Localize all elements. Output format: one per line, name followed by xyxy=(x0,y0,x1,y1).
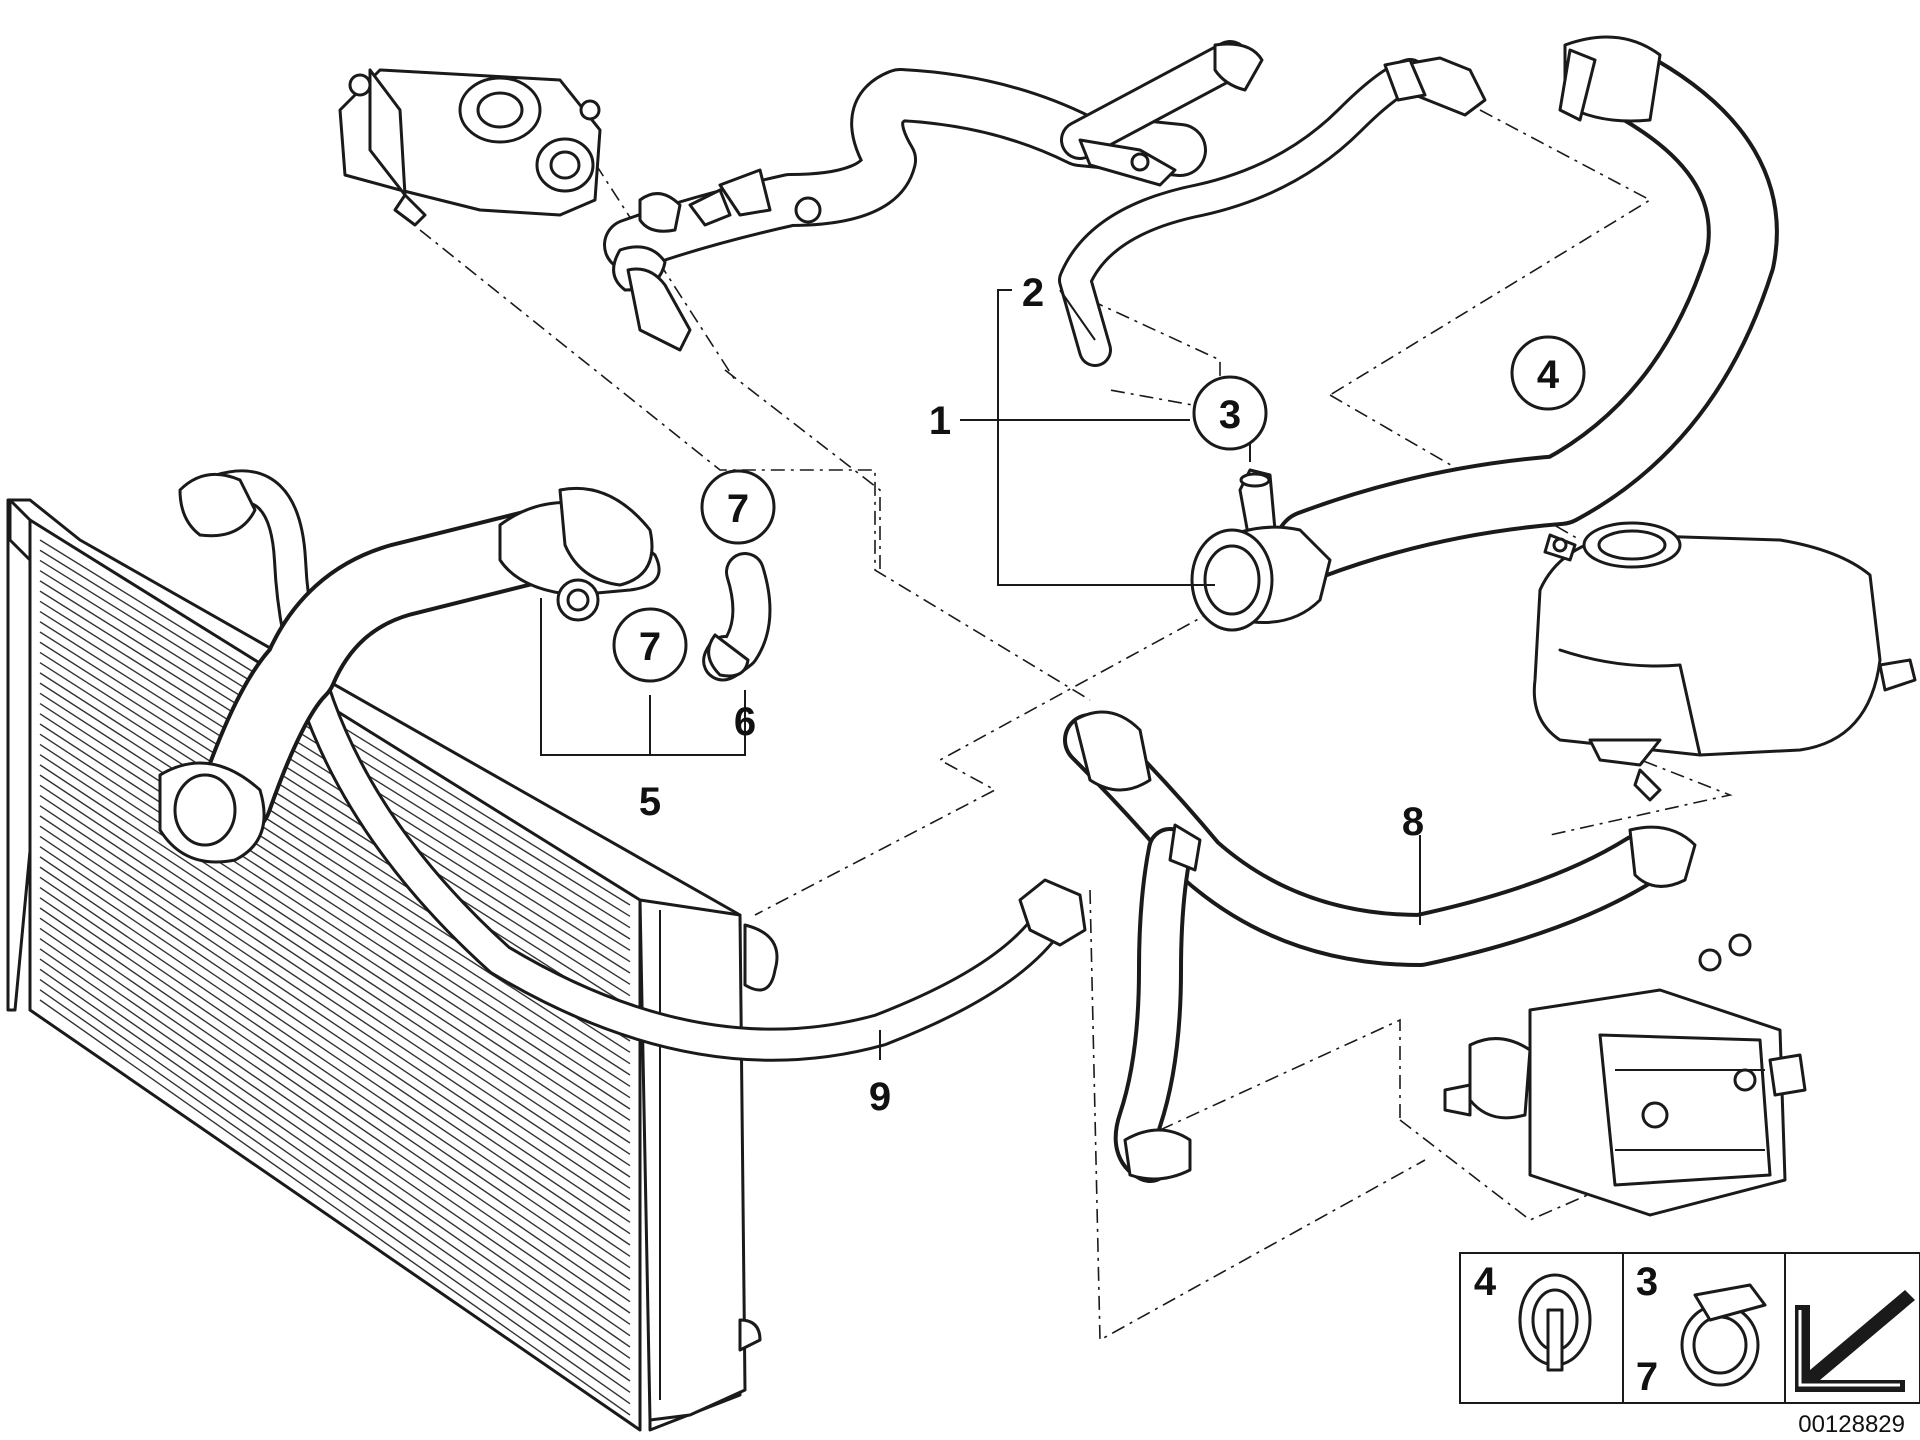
radiator-fin xyxy=(39,846,631,1246)
radiator-fin xyxy=(39,733,631,1121)
hose-5 xyxy=(158,486,661,864)
radiator-fin xyxy=(39,938,631,1348)
legend-item-a-number: 4 xyxy=(1474,1260,1497,1304)
callout-5-label: 5 xyxy=(639,780,661,824)
radiator-fin xyxy=(39,907,631,1314)
radiator-fin xyxy=(39,927,631,1337)
callout-6-label: 6 xyxy=(734,700,756,744)
expansion-tank xyxy=(1532,521,1917,802)
radiator-fin xyxy=(39,886,631,1291)
hose-clamp-icon xyxy=(1680,1283,1767,1387)
callout-9: 9 xyxy=(869,1075,891,1119)
radiator-fin xyxy=(39,835,631,1235)
radiator-fin xyxy=(39,825,631,1223)
callout-7b: 7 xyxy=(612,607,688,683)
callout-4: 4 xyxy=(1510,335,1586,411)
radiator-fin xyxy=(39,794,631,1189)
callout-4-label: 4 xyxy=(1537,353,1560,397)
radiator-fin xyxy=(39,774,631,1167)
radiator-fin xyxy=(39,968,631,1382)
callout-3-label: 3 xyxy=(1219,393,1241,437)
hose-connector-3 xyxy=(1190,468,1332,632)
callout-6: 6 xyxy=(734,700,756,744)
radiator-fin xyxy=(39,876,631,1280)
radiator-fin xyxy=(39,641,631,1019)
callout-7b-label: 7 xyxy=(639,625,661,669)
callout-8-label: 8 xyxy=(1402,800,1424,844)
oil-cooler xyxy=(1443,933,1807,1217)
radiator-fin xyxy=(39,713,631,1099)
radiator-fin xyxy=(39,958,631,1371)
spring-clamp-icon xyxy=(1518,1273,1592,1372)
hose-8 xyxy=(1063,710,1697,1183)
callout-1-label: 1 xyxy=(929,399,951,443)
hose-9 xyxy=(178,469,1087,1062)
callout-2: 2 xyxy=(1022,271,1044,315)
radiator-fin xyxy=(39,948,631,1359)
hose-6 xyxy=(702,552,772,682)
callout-3: 3 xyxy=(1192,375,1268,451)
radiator-fin xyxy=(39,682,631,1065)
radiator-fin xyxy=(39,621,631,997)
radiator-fin xyxy=(39,610,631,985)
direction-arrow-icon xyxy=(1795,1290,1915,1392)
callout-1: 1 xyxy=(929,399,951,443)
hose-4 xyxy=(1274,35,1779,581)
radiator-fin xyxy=(39,866,631,1269)
radiator-fin xyxy=(39,815,631,1212)
callout-5: 5 xyxy=(639,780,661,824)
reference-number: 00128829 xyxy=(1798,1411,1905,1438)
radiator-fin xyxy=(39,692,631,1076)
callout-2-label: 2 xyxy=(1022,271,1044,315)
radiator-fin xyxy=(39,856,631,1257)
radiator-fin xyxy=(39,743,631,1133)
callout-7a-label: 7 xyxy=(727,487,749,531)
radiator-fin xyxy=(39,989,631,1405)
radiator-fin xyxy=(39,754,631,1144)
legend-item-b-number-bottom: 7 xyxy=(1636,1355,1658,1399)
radiator-fin xyxy=(39,978,631,1393)
radiator-fin xyxy=(39,897,631,1303)
callout-8: 8 xyxy=(1402,800,1424,844)
radiator-fin xyxy=(39,917,631,1325)
radiator-fin xyxy=(39,631,631,1008)
radiator-fin xyxy=(39,805,631,1201)
radiator-fin xyxy=(39,784,631,1178)
leader-lines xyxy=(540,289,1421,1060)
radiator-fin xyxy=(39,764,631,1155)
hose-2 xyxy=(1058,56,1487,367)
callout-9-label: 9 xyxy=(869,1075,891,1119)
thermostat-housing xyxy=(338,68,602,227)
hose-thermostat-outlet xyxy=(612,168,822,352)
legend: 4 3 7 xyxy=(1459,1252,1920,1404)
callout-7a: 7 xyxy=(700,469,776,545)
hose-upper-bypass xyxy=(603,40,1264,272)
radiator-fin xyxy=(39,600,631,974)
radiator-fin xyxy=(39,723,631,1110)
radiator-fin xyxy=(39,999,631,1416)
radiator-fin xyxy=(39,702,631,1087)
legend-item-b-number-top: 3 xyxy=(1636,1260,1658,1304)
